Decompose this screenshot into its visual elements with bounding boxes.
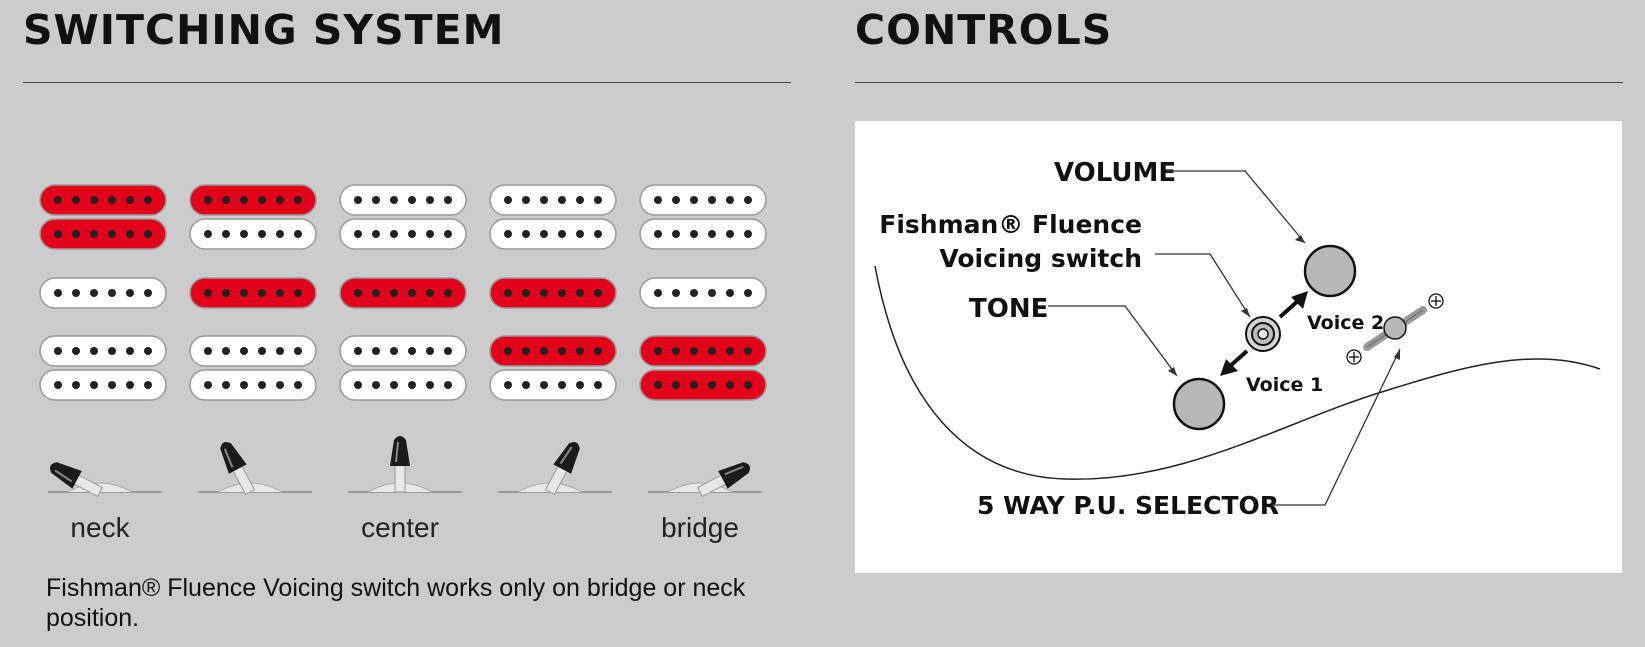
neck-humbucker — [189, 184, 317, 250]
bridge-humbucker-top-coil — [39, 335, 167, 367]
neck-humbucker — [639, 184, 767, 250]
volume-leader-arrowhead — [1295, 235, 1305, 243]
voicing-switch[interactable] — [1245, 316, 1281, 352]
switch-position-4 — [489, 184, 617, 496]
selector-screw-top — [1428, 293, 1444, 309]
voice2-label: Voice 2 — [1307, 312, 1384, 334]
neck-humbucker-top-coil — [489, 184, 617, 216]
selector-leader-arrowhead — [1394, 349, 1400, 360]
tone-leader-arrowhead — [1168, 367, 1177, 376]
selector-screw-bottom — [1346, 349, 1362, 365]
neck-humbucker — [339, 184, 467, 250]
controls-title: CONTROLS — [855, 6, 1113, 54]
bridge-humbucker-bottom-coil — [189, 369, 317, 401]
bridge-humbucker-top-coil — [489, 335, 617, 367]
voice1-arrow — [1227, 349, 1249, 369]
voicing-switch-label-line1: Fishman® Fluence — [879, 210, 1142, 239]
position-label-center: center — [361, 512, 439, 543]
volume-leader-line — [1167, 170, 1306, 244]
switch-position-3: center — [339, 184, 467, 543]
selector-leader-line — [1272, 348, 1401, 506]
middle-single-coil — [639, 277, 767, 309]
voicing-leader-line — [1155, 253, 1251, 318]
middle-single-coil — [39, 277, 167, 309]
bridge-humbucker — [339, 335, 467, 401]
neck-humbucker-bottom-coil — [639, 218, 767, 250]
neck-humbucker — [39, 184, 167, 250]
lever-switch-icon — [48, 462, 162, 498]
neck-humbucker-bottom-coil — [489, 218, 617, 250]
pickup-selector-label: 5 WAY P.U. SELECTOR — [977, 491, 1279, 520]
voice2-arrowhead — [1291, 291, 1308, 309]
neck-humbucker-bottom-coil — [339, 218, 467, 250]
lever-switch-icon — [348, 436, 462, 493]
bridge-humbucker-top-coil — [189, 335, 317, 367]
voicing-switch-label-line2: Voicing switch — [939, 244, 1142, 273]
guitar-body-outline — [874, 265, 1601, 480]
tone-knob[interactable] — [1172, 377, 1226, 431]
bridge-humbucker-bottom-coil — [489, 369, 617, 401]
switch-position-1: neck — [39, 184, 167, 543]
tone-label: TONE — [969, 294, 1048, 324]
voice1-arrowhead — [1220, 359, 1238, 376]
pickup-selector-switch[interactable] — [1363, 306, 1427, 351]
switching-diagram: neck center bridge — [39, 184, 767, 543]
bridge-humbucker — [639, 335, 767, 401]
bridge-humbucker-top-coil — [639, 335, 767, 367]
neck-humbucker-top-coil — [189, 184, 317, 216]
lever-switch-icon — [198, 442, 312, 496]
bridge-humbucker-bottom-coil — [339, 369, 467, 401]
position-label-bridge: bridge — [661, 512, 739, 543]
lever-switch-icon — [498, 442, 612, 496]
bridge-humbucker-bottom-coil — [39, 369, 167, 401]
voicing-footnote: Fishman® Fluence Voicing switch works on… — [46, 574, 746, 632]
neck-humbucker — [489, 184, 617, 250]
switch-position-5: bridge — [639, 184, 767, 543]
switching-system-title: SWITCHING SYSTEM — [23, 6, 505, 54]
voicing-leader-arrowhead — [1241, 308, 1250, 317]
controls-diagram-panel: VOLUME Fishman® Fluence Voicing switch V… — [855, 121, 1622, 573]
switch-position-2 — [189, 184, 317, 496]
volume-label: VOLUME — [1054, 158, 1176, 188]
middle-single-coil — [339, 277, 467, 309]
bridge-humbucker — [489, 335, 617, 401]
neck-humbucker-bottom-coil — [39, 218, 167, 250]
neck-humbucker-top-coil — [339, 184, 467, 216]
bridge-humbucker — [39, 335, 167, 401]
controls-diagram: VOLUME Fishman® Fluence Voicing switch V… — [874, 158, 1601, 520]
neck-humbucker-bottom-coil — [189, 218, 317, 250]
bridge-humbucker-top-coil — [339, 335, 467, 367]
lever-switch-icon — [648, 462, 762, 498]
middle-single-coil — [189, 277, 317, 309]
volume-knob[interactable] — [1303, 244, 1357, 298]
bridge-humbucker — [189, 335, 317, 401]
neck-humbucker-top-coil — [39, 184, 167, 216]
bridge-humbucker-bottom-coil — [639, 369, 767, 401]
position-label-neck: neck — [70, 512, 130, 543]
voice1-label: Voice 1 — [1246, 374, 1323, 396]
tone-leader-line — [1048, 305, 1178, 377]
controls-divider — [855, 82, 1623, 83]
middle-single-coil — [489, 277, 617, 309]
switching-system-divider — [23, 82, 791, 83]
neck-humbucker-top-coil — [639, 184, 767, 216]
